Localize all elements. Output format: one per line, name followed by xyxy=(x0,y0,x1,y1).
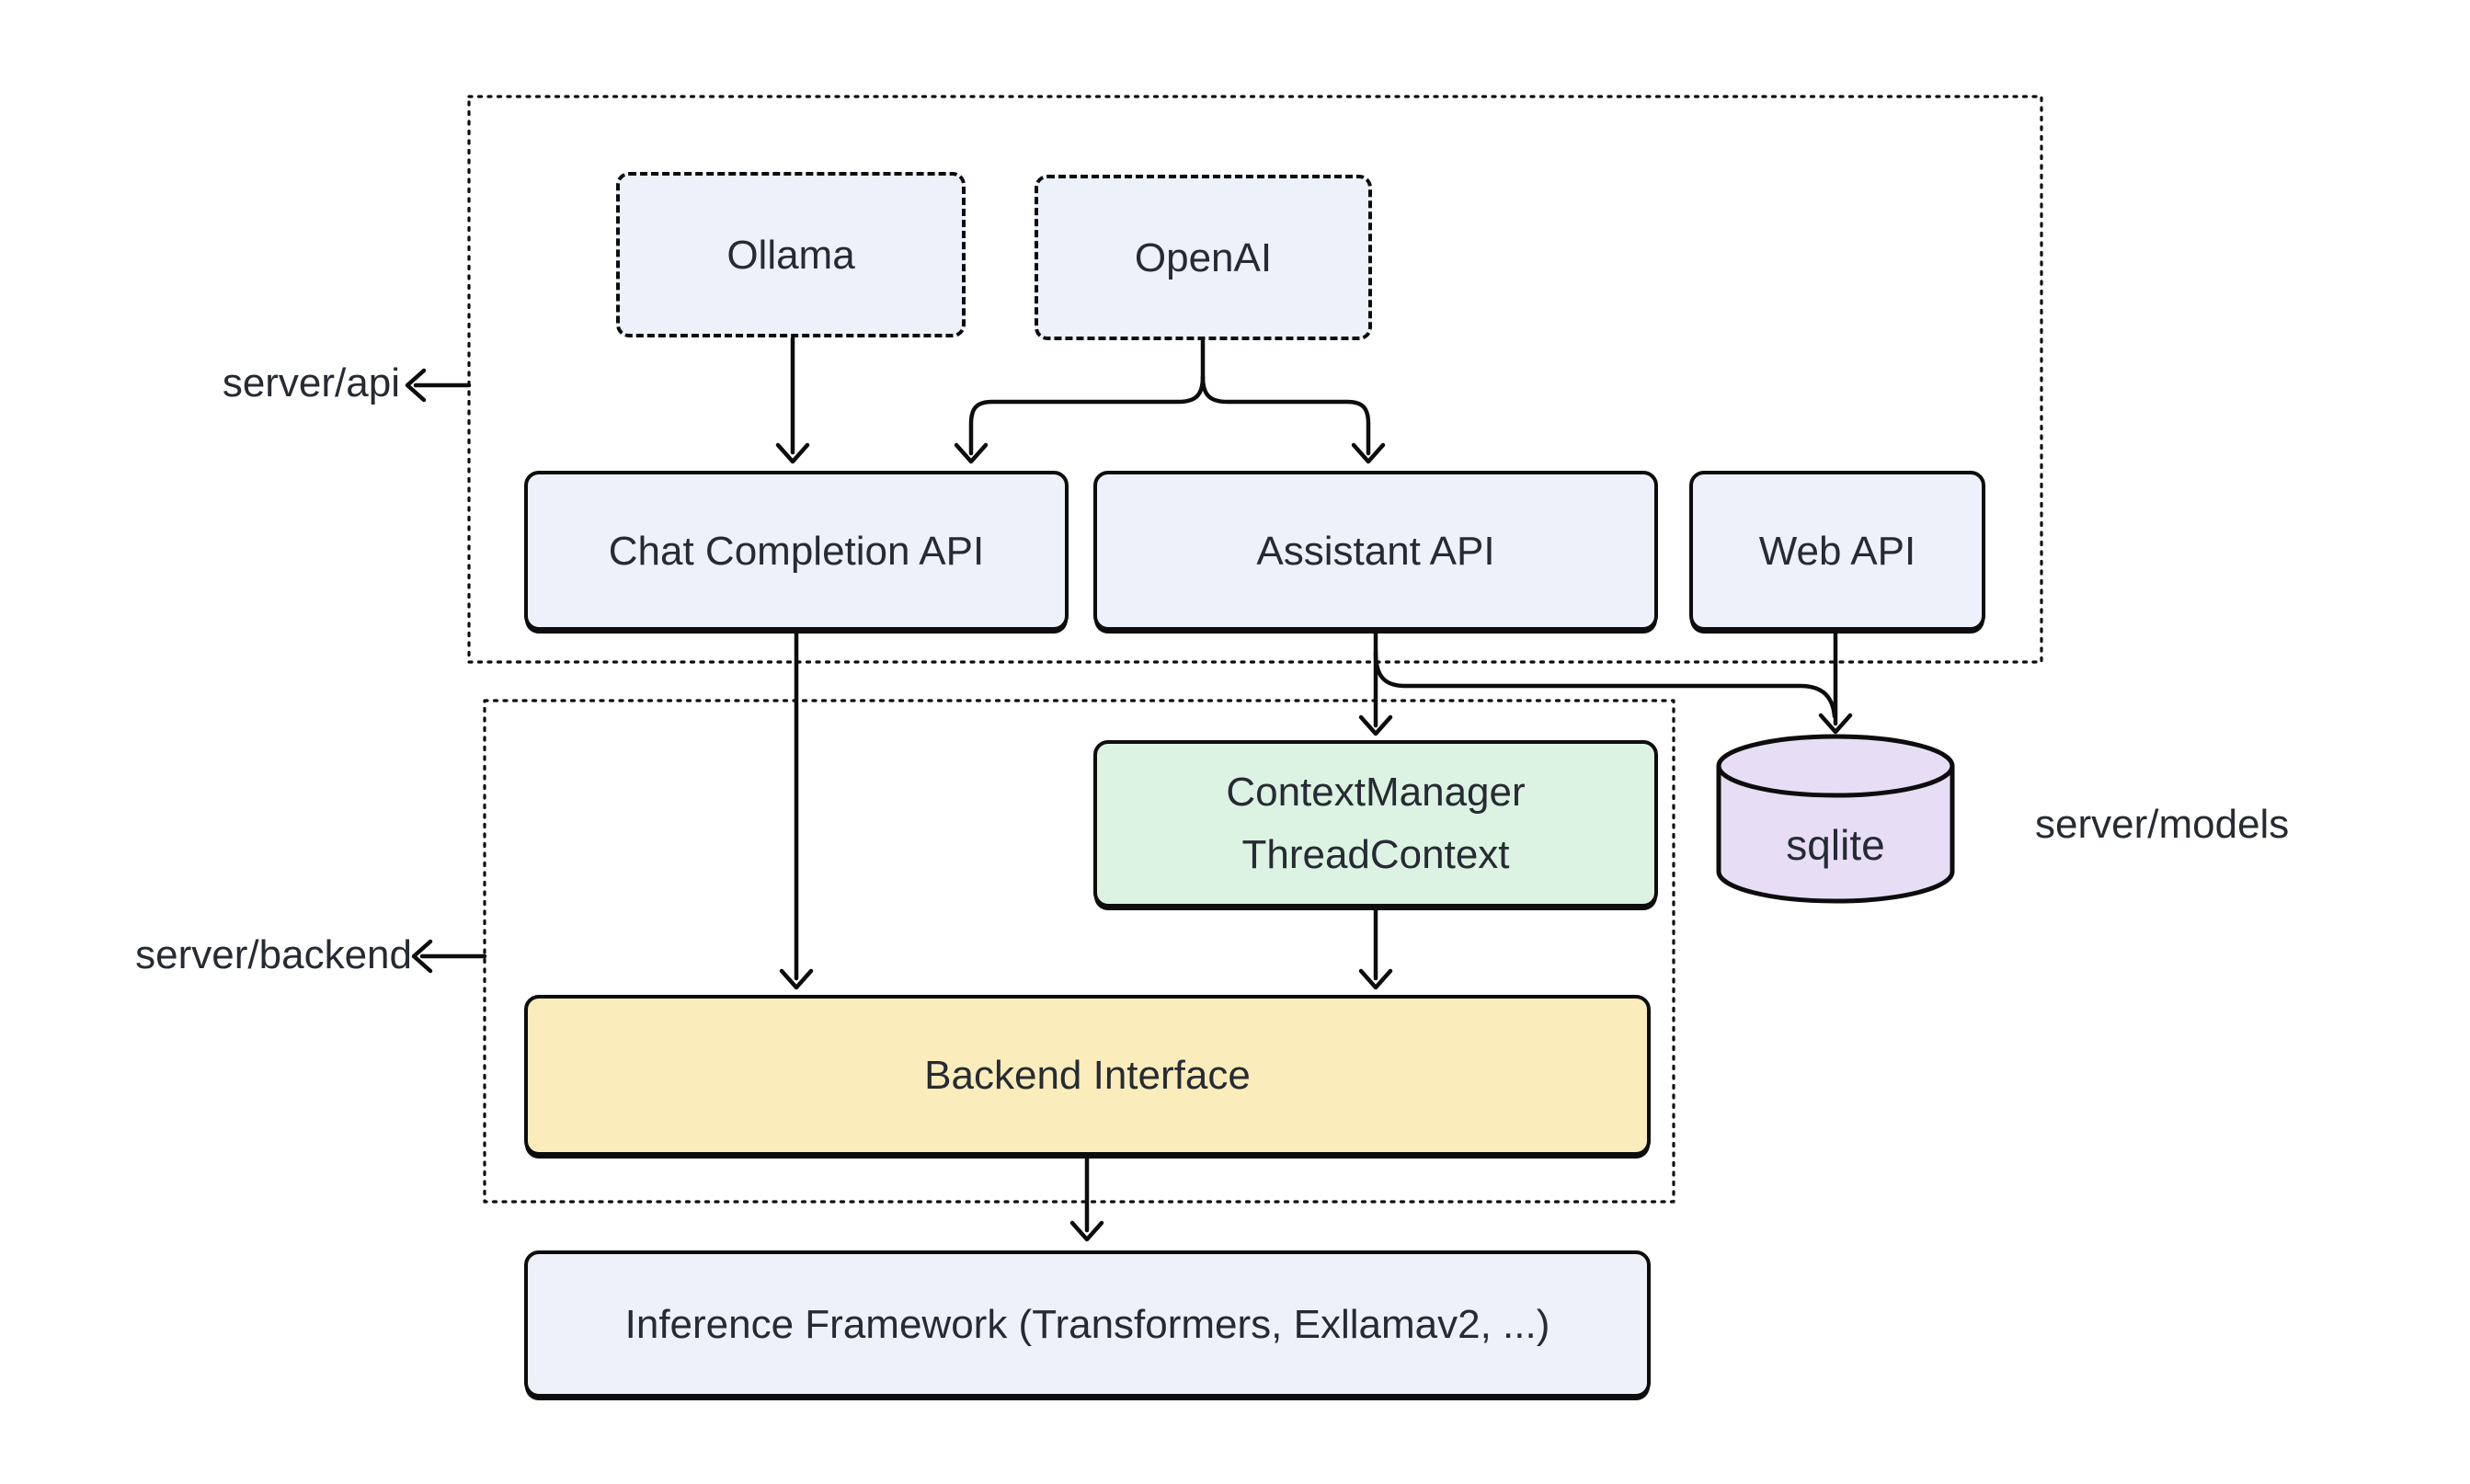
node-context-manager: ContextManager ThreadContext xyxy=(1093,740,1658,908)
sqlite-cylinder-top xyxy=(1716,734,1955,798)
node-chat-completion-api-label: Chat Completion API xyxy=(608,528,985,574)
node-sqlite-label: sqlite xyxy=(1786,821,1885,869)
edge-context-to-backend-arrowhead xyxy=(1358,968,1393,990)
edge-openai-to-assistant-arrowhead xyxy=(1351,442,1386,464)
sqlite-cylinder-body xyxy=(1716,763,1955,904)
node-inference-framework: Inference Framework (Transformers, Exlla… xyxy=(524,1250,1651,1398)
node-assistant-api-label: Assistant API xyxy=(1256,528,1495,574)
node-openai: OpenAI xyxy=(1035,175,1372,340)
group-label-server-models: server/models xyxy=(2035,802,2290,847)
node-ollama-label: Ollama xyxy=(726,232,855,278)
server-api-label-arrowhead xyxy=(405,368,427,403)
edge-assistant-to-context-arrowhead xyxy=(1358,714,1393,736)
node-web-api: Web API xyxy=(1689,471,1985,631)
edge-openai-to-chat xyxy=(968,374,1206,456)
edge-web-to-sqlite-arrowhead xyxy=(1818,713,1853,735)
edge-ollama-to-chat-arrowhead xyxy=(775,442,810,464)
edge-chat-to-backend-arrowhead xyxy=(779,968,814,990)
node-context-manager-label-line1: ContextManager xyxy=(1226,769,1526,815)
group-label-server-backend: server/backend xyxy=(135,932,412,977)
node-web-api-label: Web API xyxy=(1758,528,1916,574)
group-server-api-border xyxy=(467,95,2043,664)
edge-openai-to-assistant xyxy=(1200,374,1371,456)
node-inference-framework-label: Inference Framework (Transformers, Exlla… xyxy=(624,1301,1550,1347)
node-openai-label: OpenAI xyxy=(1134,234,1273,280)
node-backend-interface: Backend Interface xyxy=(524,995,1651,1156)
group-server-backend-border xyxy=(483,699,1675,1204)
node-ollama: Ollama xyxy=(616,172,966,337)
group-label-server-api: server/api xyxy=(222,360,400,405)
edge-assistant-to-sqlite xyxy=(1373,650,1837,719)
edge-openai-to-chat-arrowhead xyxy=(954,442,989,464)
node-chat-completion-api: Chat Completion API xyxy=(524,471,1069,631)
node-assistant-api: Assistant API xyxy=(1093,471,1658,631)
server-backend-label-arrowhead xyxy=(411,939,433,974)
edge-backend-to-inference-arrowhead xyxy=(1069,1220,1104,1242)
node-context-manager-label-line2: ThreadContext xyxy=(1241,832,1510,877)
node-backend-interface-label: Backend Interface xyxy=(924,1053,1251,1098)
